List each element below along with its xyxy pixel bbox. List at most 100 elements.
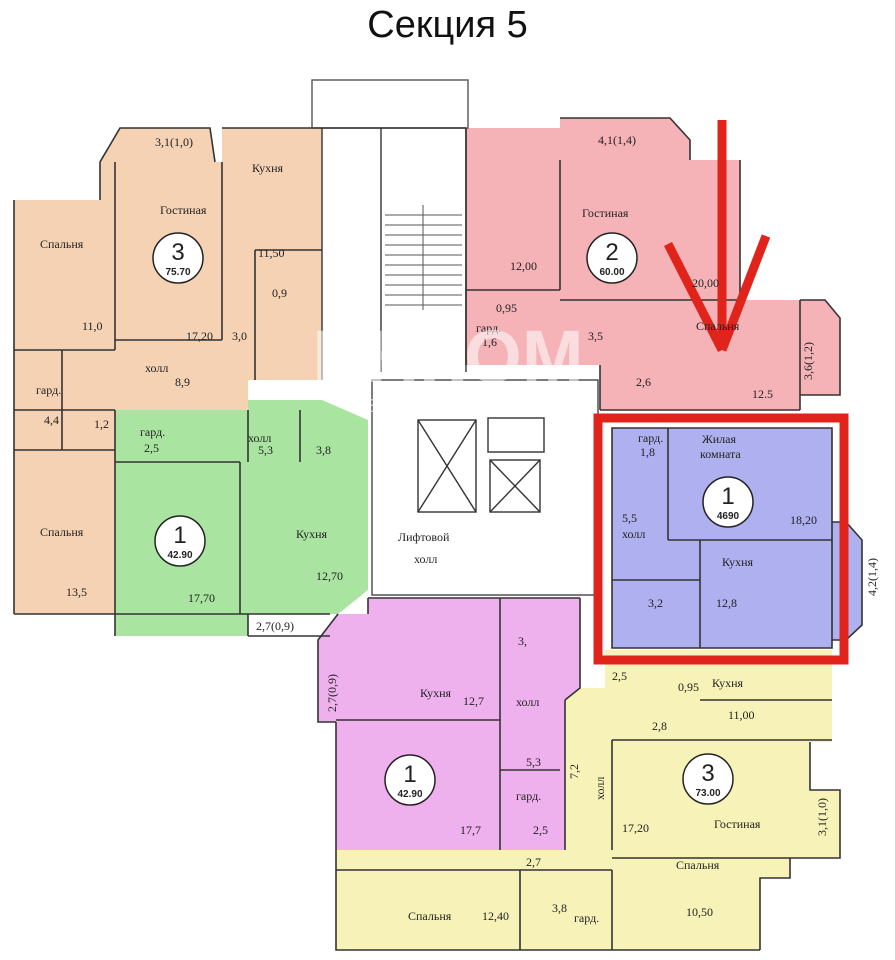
room-label: 5,3 [526,755,541,769]
stair-steps [385,205,462,310]
apartment-1-purple-area[interactable] [612,428,862,648]
room-label: холл [145,361,168,375]
room-label: холл [622,527,645,541]
room-label: 3,6(1,2) [801,342,815,380]
room-label: 12,8 [716,596,737,610]
room-label: 2,5 [612,669,627,683]
room-label: 10,50 [686,905,713,919]
room-label: 5,3 [258,443,273,457]
room-label: 3,0 [232,329,247,343]
room-label: 2,7(0,9) [256,619,294,633]
room-label: 18,20 [790,513,817,527]
elevator-3 [487,417,545,453]
room-label: комната [700,447,741,461]
room-label: 2,7 [526,855,541,869]
room-label: 4,4 [44,413,59,427]
apartment-3-bottom-area[interactable] [336,650,840,950]
apartment-3-top-area[interactable] [14,128,322,614]
section-title: Секция 5 [367,4,528,46]
room-label: 4,1(1,4) [598,133,636,147]
room-label: 3,1(1,0) [815,798,829,836]
room-label: 2,6 [636,375,651,389]
room-label: гард. [516,789,541,803]
room-label: холл [248,431,271,445]
pointer-arrow [663,120,771,353]
badge-area: 73.00 [695,788,720,799]
room-label: 12.5 [752,387,773,401]
apartment-3-bottom-fill [336,650,840,950]
room-label: 20,00 [692,276,719,290]
room-label: 0,9 [272,286,287,300]
room-label: 11,0 [82,319,103,333]
badge-apt-2: 2 60.00 [586,232,638,284]
room-label: 2,5 [144,441,159,455]
room-label: 17,7 [460,823,481,837]
room-label: 3,1(1,0) [155,135,193,149]
room-label: Кухня [722,555,754,569]
room-label: Спальня [40,237,84,251]
badge-rooms: 1 [173,522,186,549]
badge-rooms: 2 [605,239,618,266]
room-label: 3, [518,634,527,648]
room-label: 13,5 [66,585,87,599]
badge-apt-1-green: 1 42.90 [154,515,206,567]
room-label: 5,5 [622,511,637,525]
room-label: Кухня [712,676,744,690]
room-label: 4,2(1,4) [865,558,879,596]
selected-apartment-highlight[interactable] [593,413,849,665]
apartment-2-fill [465,118,840,410]
badge-apt-1-pink: 1 42.90 [384,754,436,806]
badge-rooms: 3 [701,760,714,787]
watermark: ИНКОМ НЕДВИЖИМОСТЬ [313,315,584,416]
room-label: 17,20 [622,821,649,835]
room-label: гард. [476,321,501,335]
badge-area: 60.00 [599,267,624,278]
apartment-3-top-fill [14,128,322,614]
elevator-shafts [371,379,599,596]
apartment-1-green-fill [115,400,368,636]
lift-hall-label: Лифтовой [398,530,450,544]
room-label: 7,2 [567,764,581,779]
apartment-1-green-area[interactable] [115,400,368,636]
room-label: 2,7(0,9) [325,674,339,712]
badge-rooms: 3 [171,239,184,266]
room-label: Спальня [408,909,452,923]
room-label: 2,5 [533,823,548,837]
lift-hall-label: холл [414,552,437,566]
watermark-brand: ИНКОМ [313,315,584,398]
room-label: 12,40 [482,909,509,923]
elevator-1 [417,419,477,513]
room-label: Гостиная [714,817,761,831]
badge-rooms: 1 [721,483,734,510]
badge-apt-3-bottom: 3 73.00 [682,753,734,805]
room-label: 12,70 [316,569,343,583]
badge-apt-1-purple: 1 4690 [702,476,754,528]
apartment-1-pink-fill [318,598,580,850]
room-label: 17,70 [188,591,215,605]
room-label: 1,2 [94,417,109,431]
apartment-1-pink-area[interactable] [318,598,580,850]
room-label: Спальня [40,525,84,539]
room-label: 8,9 [175,375,190,389]
room-label: Гостиная [582,206,629,220]
room-labels: 3,1(1,0) Кухня Гостиная Спальня 11,50 11… [36,133,879,925]
room-label: 0,95 [678,680,699,694]
room-label: гард. [140,425,165,439]
watermark-tagline: НЕДВИЖИМОСТЬ [352,396,544,416]
room-label: 3,2 [648,596,663,610]
badge-apt-3-top: 3 75.70 [152,232,204,284]
room-label: 0,95 [496,301,517,315]
apartment-1-purple-fill [612,428,862,648]
badge-rooms: 1 [403,761,416,788]
room-label: Спальня [676,858,720,872]
room-label: 11,50 [258,246,285,260]
room-label: холл [593,777,607,800]
stair-balcony [311,79,469,129]
room-label: Гостиная [160,203,207,217]
room-label: Жилая [702,432,736,446]
apartment-2-area[interactable] [465,118,840,410]
elevator-2 [489,459,541,513]
walls [13,117,863,951]
badge-area: 4690 [717,511,740,522]
